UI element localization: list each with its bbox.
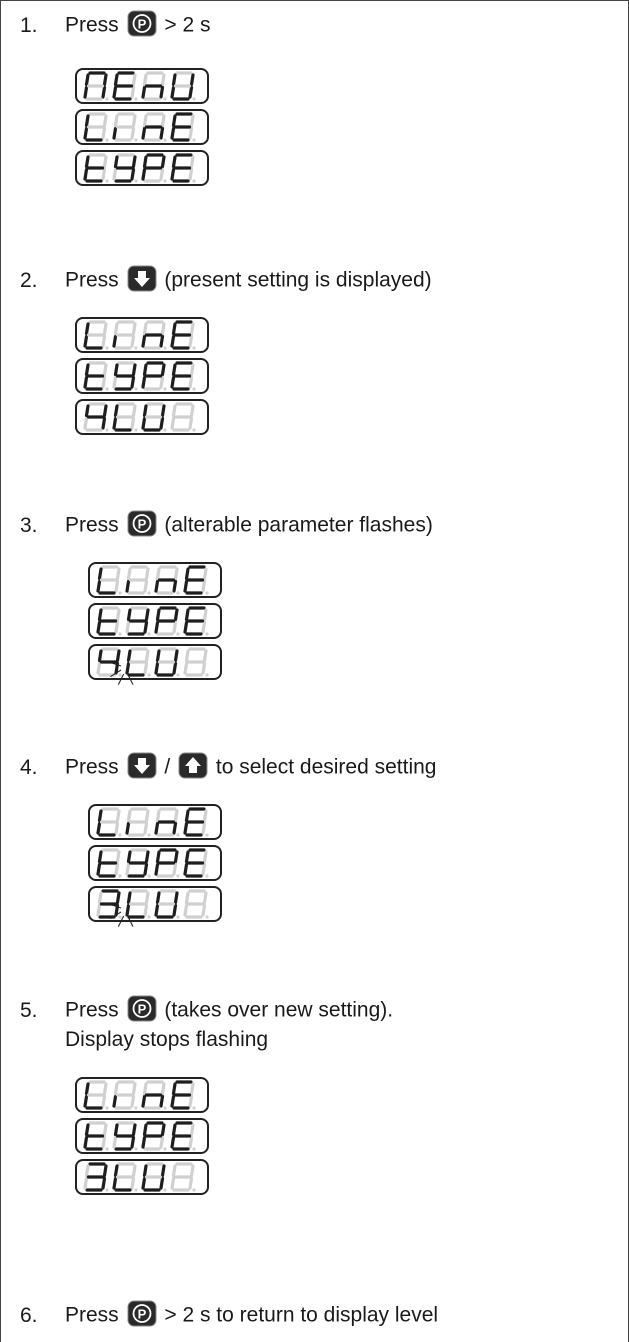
instruction-text: Press xyxy=(65,755,125,779)
display-stack xyxy=(75,1077,209,1200)
step-number: 5. xyxy=(20,999,38,1022)
segment-display xyxy=(75,317,209,353)
step-instruction-line2: Display stops flashing xyxy=(65,1028,269,1051)
instruction-text: > 2 s to return to display level xyxy=(158,1303,439,1327)
p-key-icon: P xyxy=(127,1300,157,1327)
segment-display xyxy=(75,399,209,435)
svg-text:P: P xyxy=(137,516,146,531)
step-number: 1. xyxy=(20,14,38,37)
up-arrow-key-icon xyxy=(178,752,208,779)
segment-display xyxy=(75,358,209,394)
instruction-text: (present setting is displayed) xyxy=(158,268,432,292)
instruction-text: Press xyxy=(65,513,125,537)
segment-display xyxy=(75,68,209,104)
segment-display xyxy=(75,1159,209,1195)
instruction-text: Press xyxy=(65,13,125,37)
segment-display xyxy=(88,562,222,598)
p-key-icon: P xyxy=(127,995,157,1022)
segment-display xyxy=(88,804,222,840)
step-instruction: Press P > 2 s to return to display level xyxy=(65,1300,438,1330)
segment-display xyxy=(75,1077,209,1113)
instruction-text: / xyxy=(158,755,177,779)
svg-text:P: P xyxy=(137,16,146,31)
p-key-icon: P xyxy=(127,10,157,37)
segment-display xyxy=(75,150,209,186)
display-stack xyxy=(75,317,209,440)
step-instruction: Press (present setting is displayed) xyxy=(65,265,432,295)
flashing-indicator-icon xyxy=(60,896,134,944)
instruction-text: (takes over new setting). xyxy=(158,998,394,1022)
segment-display xyxy=(88,603,222,639)
down-arrow-key-icon xyxy=(127,265,157,292)
instruction-text: to select desired setting xyxy=(210,755,437,779)
step-instruction: Press / to select desired setting xyxy=(65,752,437,782)
step-number: 3. xyxy=(20,514,38,537)
step-instruction: Press P (takes over new setting). xyxy=(65,995,393,1025)
step-number: 4. xyxy=(20,756,38,779)
segment-display xyxy=(88,644,222,685)
instruction-text: Press xyxy=(65,998,125,1022)
segment-display xyxy=(75,1118,209,1154)
display-stack xyxy=(88,562,222,685)
svg-text:P: P xyxy=(137,1001,146,1016)
p-key-icon: P xyxy=(127,510,157,537)
segment-display xyxy=(88,845,222,881)
step-instruction: Press P > 2 s xyxy=(65,10,210,40)
display-stack xyxy=(75,68,209,191)
instruction-text: Press xyxy=(65,268,125,292)
step-instruction: Press P (alterable parameter flashes) xyxy=(65,510,433,540)
display-stack xyxy=(88,804,222,927)
instruction-text: (alterable parameter flashes) xyxy=(158,513,433,537)
instruction-text: > 2 s xyxy=(158,13,211,37)
step-number: 2. xyxy=(20,269,38,292)
step-number: 6. xyxy=(20,1304,38,1327)
instruction-text: Press xyxy=(65,1303,125,1327)
flashing-indicator-icon xyxy=(60,654,134,702)
segment-display xyxy=(75,109,209,145)
svg-text:P: P xyxy=(137,1306,146,1321)
down-arrow-key-icon xyxy=(127,752,157,779)
segment-display xyxy=(88,886,222,927)
